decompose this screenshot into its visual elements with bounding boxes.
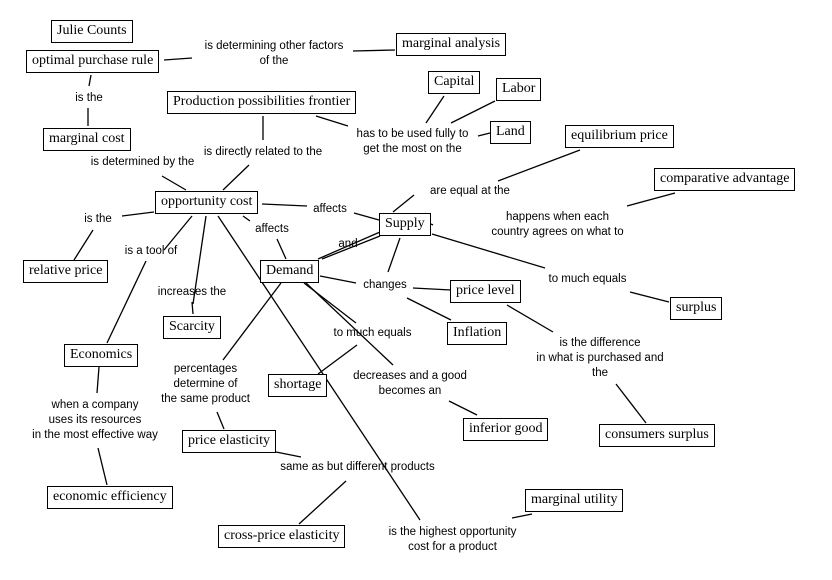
connector <box>216 411 225 430</box>
node-optimal-purchase-rule[interactable]: optimal purchase rule <box>26 50 160 73</box>
connector <box>431 233 546 269</box>
connector <box>191 301 194 315</box>
connector <box>192 215 207 305</box>
connector <box>477 132 491 137</box>
node-consumers-surplus[interactable]: consumers surplus <box>599 424 715 447</box>
connector <box>430 223 434 226</box>
connector <box>353 212 380 221</box>
link-is-the-marginal-cost: is the <box>75 92 103 104</box>
connector <box>321 235 381 260</box>
connector <box>305 282 394 366</box>
connector <box>315 115 349 127</box>
node-production-possibilities-frontier[interactable]: Production possibilities frontier <box>167 91 357 114</box>
link-increases-the: increases the <box>157 286 227 298</box>
connector <box>406 297 452 321</box>
link-is-determined-by: is determined by the <box>90 156 195 168</box>
connector <box>163 215 193 251</box>
connector <box>161 175 187 191</box>
connector <box>73 229 94 261</box>
node-marginal-utility[interactable]: marginal utility <box>525 489 624 512</box>
node-opportunity-cost[interactable]: opportunity cost <box>155 191 259 214</box>
connector <box>511 513 533 519</box>
connector <box>106 260 147 344</box>
node-relative-price[interactable]: relative price <box>23 260 109 283</box>
node-cross-price-elasticity[interactable]: cross-price elasticity <box>218 525 346 548</box>
link-to-much-equals-surplus: to much equals <box>548 273 627 285</box>
node-marginal-cost[interactable]: marginal cost <box>43 128 131 151</box>
node-labor[interactable]: Labor <box>496 78 542 101</box>
connector <box>319 275 357 284</box>
link-affects-demand: affects <box>255 223 289 235</box>
link-happens-when: happens when each country agrees on what… <box>491 211 624 238</box>
connector <box>88 74 92 87</box>
node-supply[interactable]: Supply <box>379 213 431 236</box>
link-affects-supply: affects <box>313 203 347 215</box>
link-and: and <box>338 238 358 250</box>
connector <box>217 215 421 521</box>
node-economics[interactable]: Economics <box>64 344 139 367</box>
link-same-as-but: same as but different products <box>280 461 435 473</box>
connector <box>222 164 250 191</box>
link-is-the-difference: is the difference in what is purchased a… <box>536 337 664 379</box>
node-surplus[interactable]: surplus <box>670 297 723 320</box>
node-capital[interactable]: Capital <box>428 71 481 94</box>
connector <box>97 447 108 486</box>
connector <box>425 95 445 124</box>
connector <box>506 304 554 333</box>
connector <box>450 100 496 124</box>
node-price-elasticity[interactable]: price elasticity <box>182 430 277 453</box>
node-price-level[interactable]: price level <box>450 280 521 303</box>
link-percentages-determine: percentages determine of the same produc… <box>161 363 250 405</box>
connector <box>615 383 647 424</box>
link-is-the-relative-price: is the <box>84 213 112 225</box>
connector <box>275 451 302 458</box>
link-is-directly-related: is directly related to the <box>203 146 323 158</box>
connector <box>242 215 251 222</box>
link-are-equal-at: are equal at the <box>430 185 510 197</box>
node-inflation[interactable]: Inflation <box>447 322 508 345</box>
connector <box>261 203 308 207</box>
connector <box>448 400 478 416</box>
connector <box>412 287 452 291</box>
connector <box>222 282 282 361</box>
connector <box>392 194 415 213</box>
node-land[interactable]: Land <box>490 121 531 144</box>
node-comparative-advantage[interactable]: comparative advantage <box>654 168 796 191</box>
link-when-a-company: when a company uses its resources in the… <box>32 399 158 441</box>
connector <box>317 231 381 260</box>
connector <box>352 49 396 52</box>
node-equilibrium-price[interactable]: equilibrium price <box>565 125 674 148</box>
connector <box>276 238 287 260</box>
connector <box>317 344 358 375</box>
link-has-to-be-used: has to be used fully to get the most on … <box>356 128 469 155</box>
connector <box>497 149 581 182</box>
node-marginal-analysis[interactable]: marginal analysis <box>396 33 507 56</box>
connector <box>96 366 100 394</box>
link-to-much-equals-shortage: to much equals <box>333 327 412 339</box>
connector <box>121 211 155 217</box>
connector <box>626 192 676 207</box>
connector <box>387 237 401 273</box>
node-demand[interactable]: Demand <box>260 260 320 283</box>
node-economic-efficiency[interactable]: economic efficiency <box>47 486 173 509</box>
node-inferior-good[interactable]: inferior good <box>463 418 549 441</box>
node-shortage[interactable]: shortage <box>268 374 328 397</box>
link-is-a-tool-of: is a tool of <box>124 245 178 257</box>
link-changes: changes <box>363 279 407 291</box>
link-decreases-and: decreases and a good becomes an <box>353 370 467 397</box>
connector <box>163 57 193 61</box>
node-scarcity[interactable]: Scarcity <box>163 316 221 339</box>
link-is-the-highest: is the highest opportunity cost for a pr… <box>388 526 517 553</box>
connector <box>629 291 670 303</box>
connector <box>298 480 347 525</box>
node-julie-counts[interactable]: Julie Counts <box>51 20 133 43</box>
link-is-determining: is determining other factors of the <box>204 40 344 67</box>
